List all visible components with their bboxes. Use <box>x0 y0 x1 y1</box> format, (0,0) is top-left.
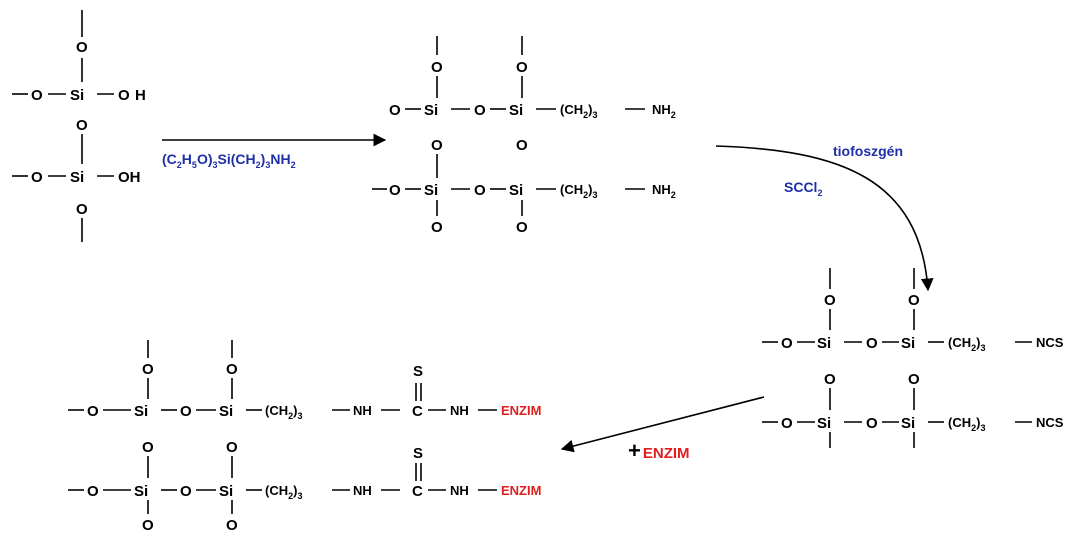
reagent-plus-enzyme: +ENZIM <box>628 438 690 463</box>
atom-si: Si <box>70 169 84 186</box>
atom-o: O <box>226 517 238 534</box>
atom-h: H <box>135 87 146 104</box>
group-propyl: (CH2)3 <box>560 102 597 120</box>
atom-si: Si <box>901 335 915 352</box>
atom-o: O <box>142 361 154 378</box>
group-nh2: NH2 <box>652 182 676 200</box>
atom-s: S <box>413 445 423 462</box>
group-nh2: NH2 <box>652 102 676 120</box>
structure-isothiocyanate-silica: O O O Si O Si (CH2)3 NCS O O O Si O Si (… <box>762 268 1064 448</box>
reagent-sccl2: SCCl2 <box>784 179 822 198</box>
atom-si: Si <box>134 483 148 500</box>
group-propyl: (CH2)3 <box>265 483 302 501</box>
atom-oh: OH <box>118 169 141 186</box>
atom-o: O <box>431 137 443 154</box>
atom-si: Si <box>219 483 233 500</box>
atom-s: S <box>413 363 423 380</box>
atom-o: O <box>142 517 154 534</box>
atom-c: C <box>412 483 423 500</box>
atom-o: O <box>908 371 920 388</box>
atom-o: O <box>87 483 99 500</box>
atom-o: O <box>76 39 88 56</box>
atom-o: O <box>142 439 154 456</box>
group-nh: NH <box>353 403 372 418</box>
structure-silica-surface: O O Si O H O O Si OH O <box>12 10 146 242</box>
atom-o: O <box>908 292 920 309</box>
atom-o: O <box>31 169 43 186</box>
reaction-arrow-3 <box>560 396 765 453</box>
atom-o: O <box>474 182 486 199</box>
atom-si: Si <box>424 182 438 199</box>
atom-o: O <box>31 87 43 104</box>
group-ncs: NCS <box>1036 415 1064 430</box>
atom-o: O <box>824 371 836 388</box>
enzyme-label: ENZIM <box>501 483 541 498</box>
reaction-arrow-2 <box>715 145 934 292</box>
group-propyl: (CH2)3 <box>265 403 302 421</box>
atom-si: Si <box>219 403 233 420</box>
atom-o: O <box>866 335 878 352</box>
atom-o: O <box>781 335 793 352</box>
atom-o: O <box>226 361 238 378</box>
atom-si: Si <box>424 102 438 119</box>
atom-o: O <box>76 201 88 218</box>
group-propyl: (CH2)3 <box>948 415 985 433</box>
atom-o: O <box>180 483 192 500</box>
structure-enzyme-silica: O O O Si O Si (CH2)3 NH C S NH ENZIM O O… <box>68 340 541 534</box>
atom-o: O <box>76 117 88 134</box>
atom-si: Si <box>817 415 831 432</box>
atom-o: O <box>226 439 238 456</box>
group-nh: NH <box>353 483 372 498</box>
atom-o: O <box>118 87 130 104</box>
group-propyl: (CH2)3 <box>948 335 985 353</box>
atom-o: O <box>866 415 878 432</box>
structure-aminopropyl-silica: O O O Si O Si (CH2)3 NH2 O O O Si O Si (… <box>372 36 676 236</box>
group-nh: NH <box>450 483 469 498</box>
atom-si: Si <box>817 335 831 352</box>
atom-o: O <box>431 59 443 76</box>
reagent-tiofoszgen: tiofoszgén <box>833 143 903 159</box>
reagent-silane: (C2H5O)3Si(CH2)3NH2 <box>162 151 296 170</box>
atom-si: Si <box>901 415 915 432</box>
atom-si: Si <box>509 102 523 119</box>
atom-si: Si <box>70 87 84 104</box>
atom-o: O <box>516 59 528 76</box>
atom-o: O <box>824 292 836 309</box>
group-propyl: (CH2)3 <box>560 182 597 200</box>
atom-o: O <box>474 102 486 119</box>
atom-o: O <box>431 219 443 236</box>
atom-o: O <box>781 415 793 432</box>
atom-o: O <box>180 403 192 420</box>
atom-si: Si <box>134 403 148 420</box>
atom-si: Si <box>509 182 523 199</box>
group-nh: NH <box>450 403 469 418</box>
atom-o: O <box>87 403 99 420</box>
atom-o: O <box>389 182 401 199</box>
atom-c: C <box>412 403 423 420</box>
atom-o: O <box>516 219 528 236</box>
atom-o: O <box>516 137 528 154</box>
group-ncs: NCS <box>1036 335 1064 350</box>
atom-o: O <box>389 102 401 119</box>
enzyme-label: ENZIM <box>501 403 541 418</box>
